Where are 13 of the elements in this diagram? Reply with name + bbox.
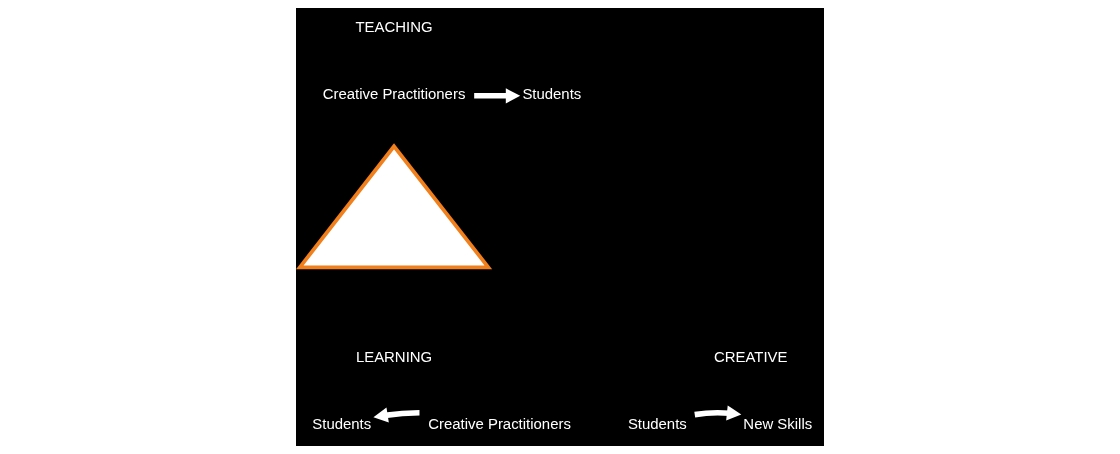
label: CREATIVE	[713, 347, 788, 365]
node-text: Creative Practitioners	[428, 414, 571, 432]
arrow	[694, 405, 742, 421]
label: TEACHING	[355, 18, 433, 36]
arrow	[373, 407, 420, 423]
node-text: Creative Practitioners	[322, 85, 466, 103]
node-text: New Skills	[743, 414, 813, 432]
node-text: Students	[312, 414, 372, 432]
arrow	[474, 88, 521, 104]
node-text: Students	[522, 85, 582, 103]
node-triangle	[296, 143, 493, 270]
label: LEARNING	[355, 347, 433, 365]
node-text: Students	[627, 414, 687, 432]
